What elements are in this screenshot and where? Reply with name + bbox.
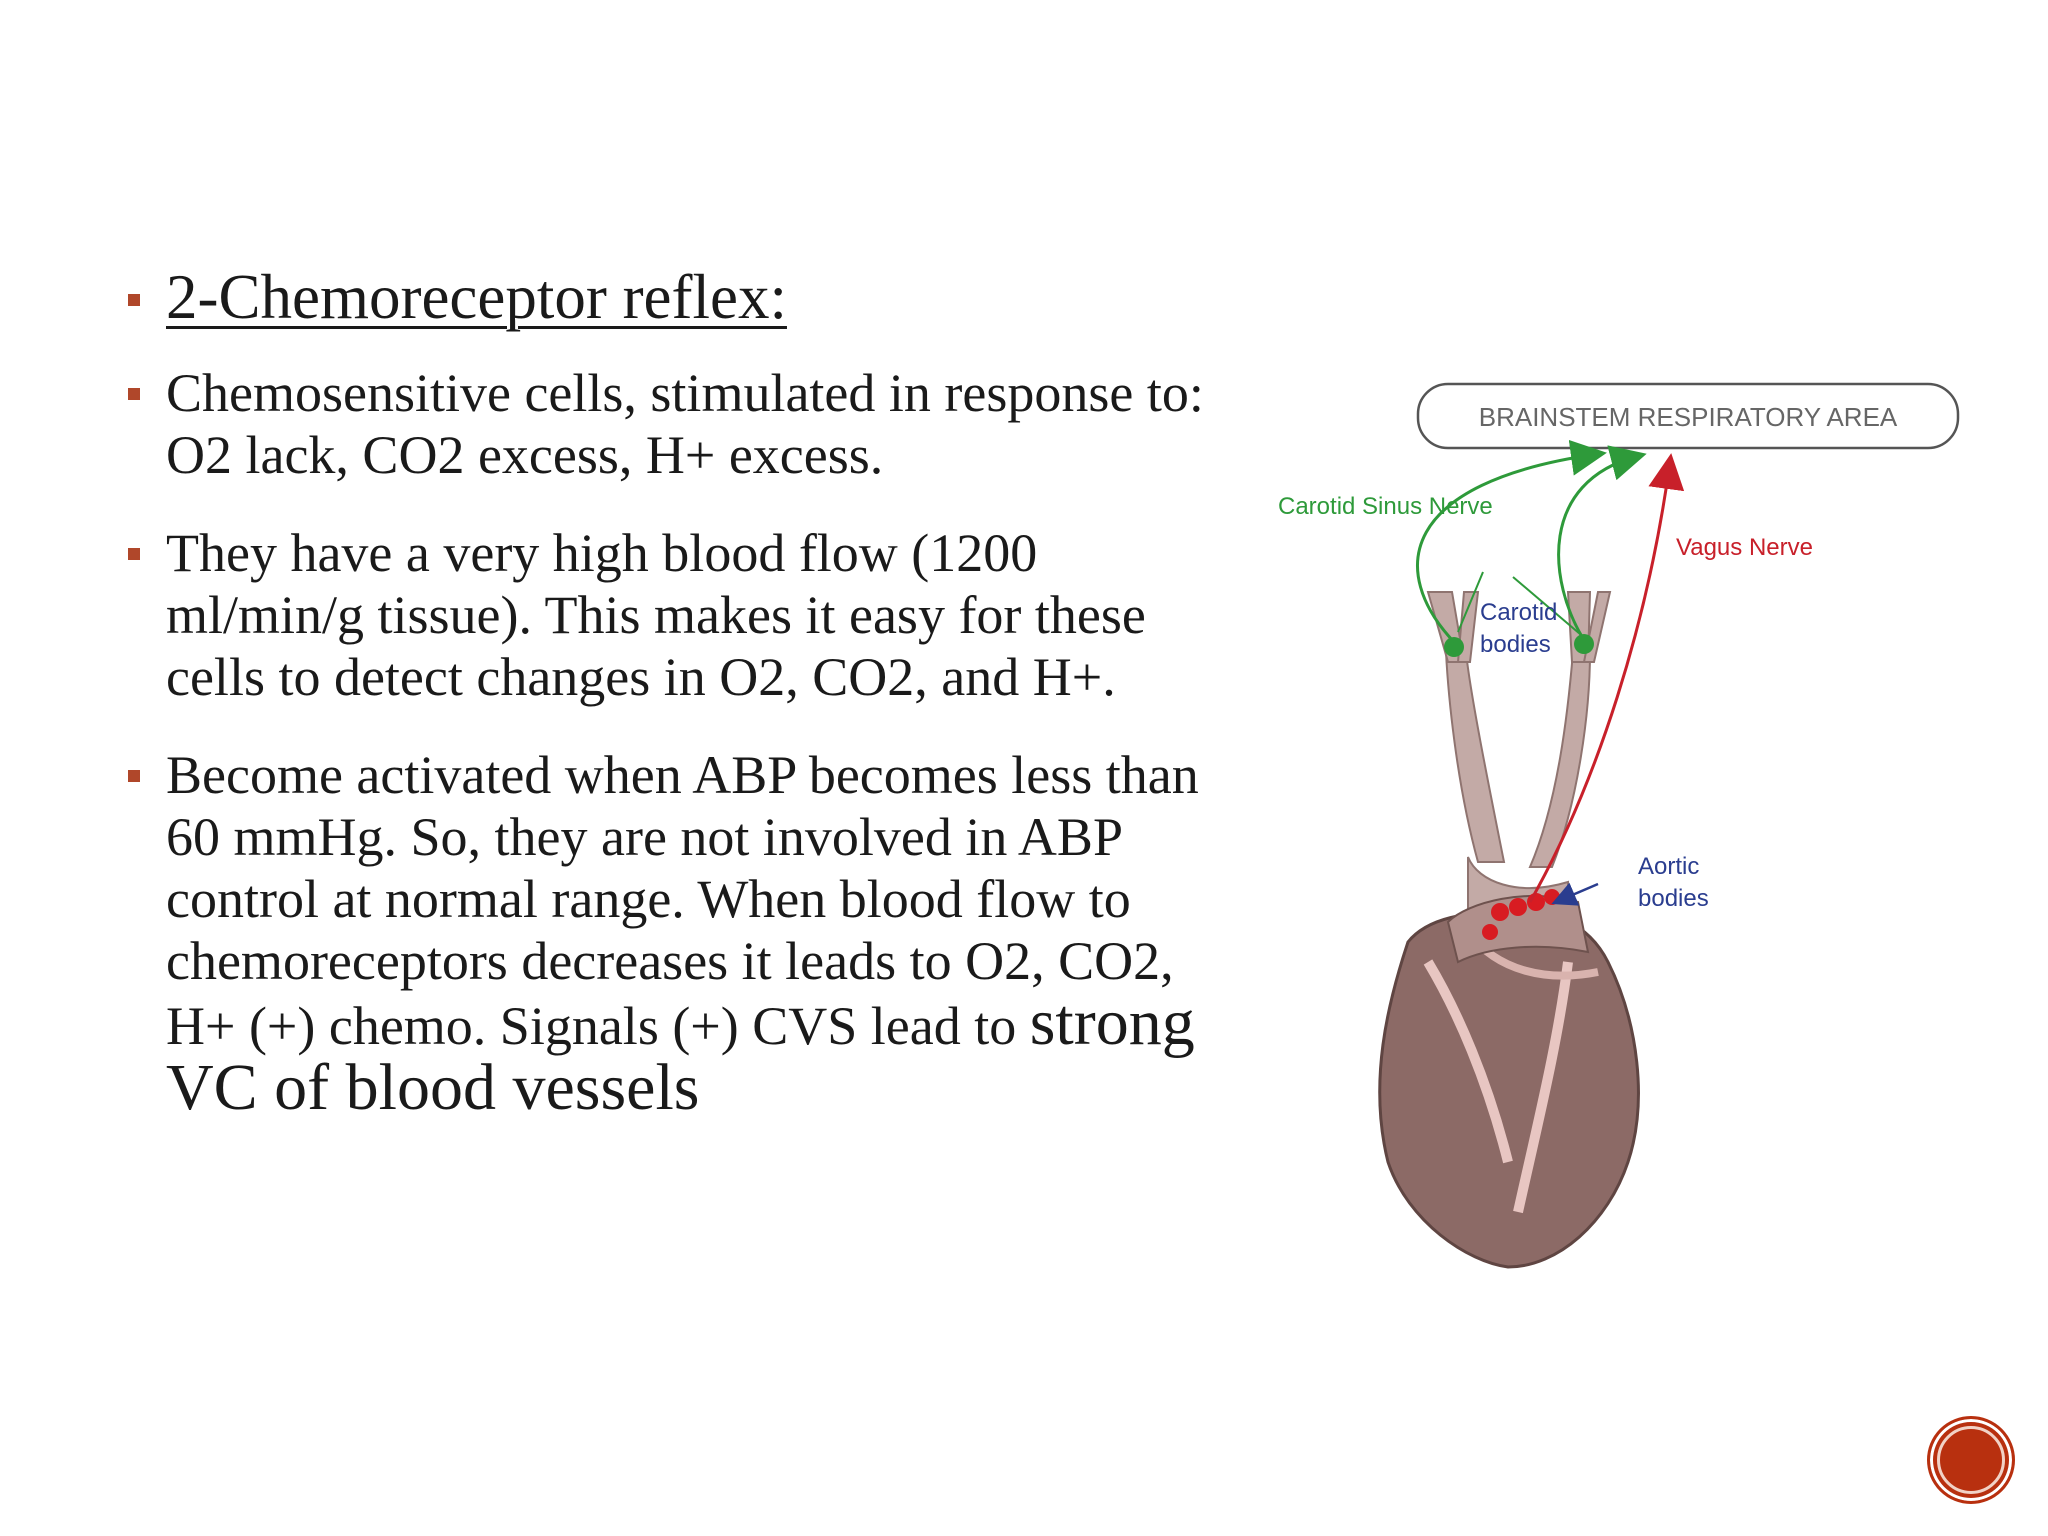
carotid-sinus-nerve-label: Carotid Sinus Nerve	[1278, 493, 1493, 520]
bullet-marker	[128, 294, 140, 306]
aortic-bodies-label-line1: Aortic	[1638, 853, 1699, 880]
carotid-sinus-nerve-path-right	[1557, 445, 1647, 641]
vagus-nerve-path	[1528, 453, 1685, 903]
next-slide-button[interactable]	[1927, 1416, 2015, 1504]
carotid-bodies-label-line2: bodies	[1480, 631, 1551, 658]
carotid-bodies-pointer-left	[1457, 571, 1484, 633]
bullet-marker	[128, 388, 140, 400]
slide-heading: 2-Chemoreceptor reflex:	[128, 262, 1238, 332]
bullet-1-text: Chemosensitive cells, stimulated in resp…	[166, 363, 1204, 485]
carotid-body-right	[1574, 634, 1594, 654]
aortic-bodies-pointer	[1551, 882, 1599, 906]
carotid-bodies-pointer-right	[1512, 576, 1581, 635]
carotid-sinus-nerve-path-left	[1416, 439, 1607, 644]
carotid-body-left	[1444, 637, 1464, 657]
bullet-3-emphasis: strong VC of blood vessels	[166, 986, 1195, 1124]
carotid-bodies-label-line1: Carotid	[1480, 599, 1557, 626]
bullet-2: They have a very high blood flow (1200 m…	[128, 522, 1238, 708]
brainstem-label: BRAINSTEM RESPIRATORY AREA	[1479, 402, 1898, 432]
heading-text: 2-Chemoreceptor reflex:	[166, 262, 787, 332]
aortic-bodies-label-line2: bodies	[1638, 885, 1709, 912]
text-column: 2-Chemoreceptor reflex: Chemosensitive c…	[128, 262, 1238, 1158]
chemoreceptor-diagram: BRAINSTEM RESPIRATORY AREA	[1278, 382, 1960, 1269]
brainstem-box	[1416, 382, 1960, 450]
bullet-3: Become activated when ABP becomes less t…	[128, 744, 1238, 1122]
vagus-nerve-label: Vagus Nerve	[1676, 534, 1813, 561]
heart-illustration	[1378, 894, 1640, 1269]
bullet-2-text: They have a very high blood flow (1200 m…	[166, 523, 1146, 707]
nav-button-ring	[1937, 1426, 2005, 1494]
bullet-1: Chemosensitive cells, stimulated in resp…	[128, 362, 1238, 486]
bullet-3-text: Become activated when ABP becomes less t…	[166, 745, 1199, 1056]
bullet-marker	[128, 548, 140, 560]
bullet-marker	[128, 770, 140, 782]
